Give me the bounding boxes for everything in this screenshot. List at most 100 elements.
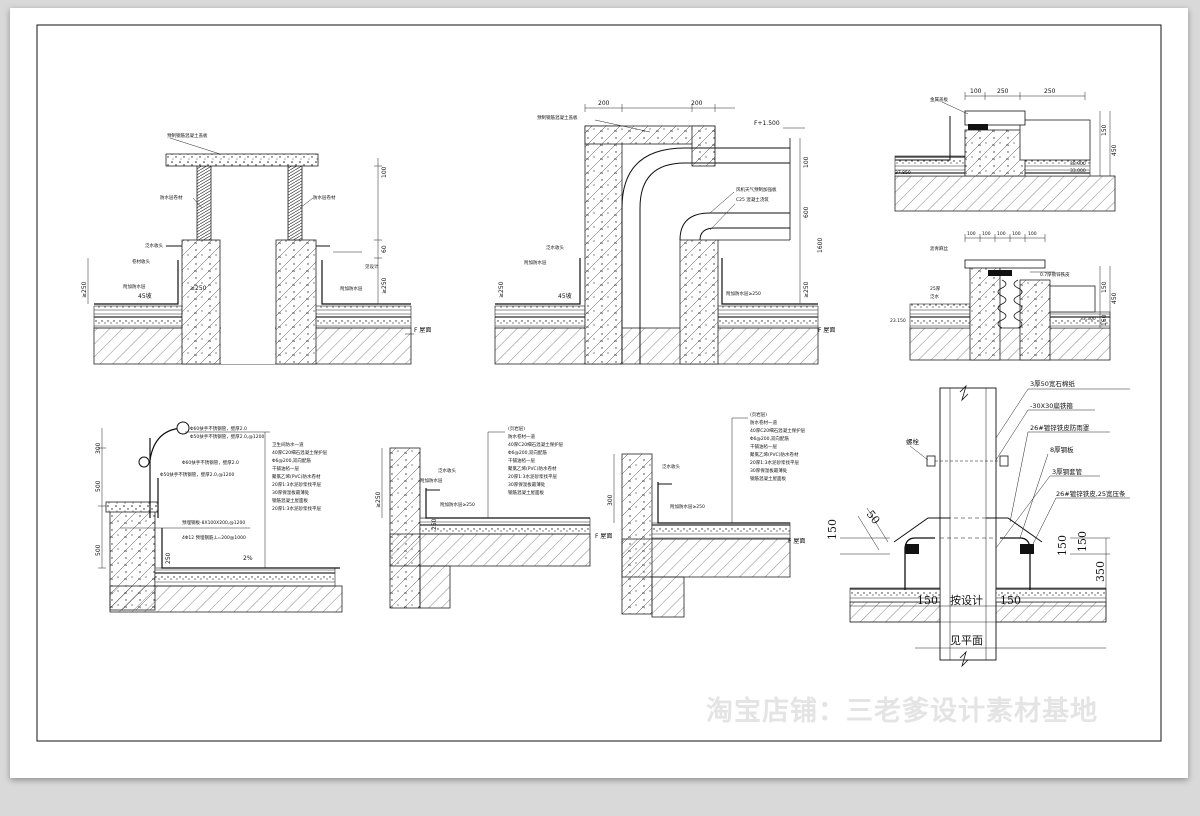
d1-label-addl: 附加防水层	[123, 283, 146, 290]
d1-roof: F 屋面	[414, 327, 431, 334]
d6-dim-250b: 250	[431, 518, 438, 530]
d1-label-addr: 附加防水层	[340, 285, 363, 292]
d5-note-1: Φ60扶手不锈钢管，壁厚2.0	[190, 425, 247, 432]
d5-dim-500a: 500	[95, 480, 102, 492]
d8-label-sleeve: 3厚钢套管	[1052, 467, 1083, 476]
d1-dim-250r: ≥250	[381, 277, 388, 294]
d6-layer-8: 30厚保温板最薄处	[508, 481, 546, 488]
d7-layer-9: 钢筋混凝土屋面板	[750, 475, 786, 482]
d2-dim-top-a: 200	[598, 100, 610, 107]
d6-layer-2: 防水卷材一道	[508, 433, 535, 440]
d7-layer-4: Φ6@200,双向配筋	[750, 435, 789, 442]
d1-label-note: 见设计	[365, 263, 379, 270]
d4-dim-b: 100	[982, 231, 991, 237]
d4-dim-a: 100	[967, 231, 976, 237]
detail-1-vent-upstand	[87, 137, 414, 365]
d8-label-strip: 26#镀锌铁皮,25宽压条	[1056, 489, 1126, 498]
d5-layer-2: 40厚C20细石混凝土保护层	[272, 449, 328, 456]
d8-label-bolt: 螺栓	[906, 437, 920, 446]
d5-layer-7: 30厚保温板最薄处	[272, 489, 310, 496]
drawing-sheet: 预制钢筋混凝土盖板 防水层卷材 防水层卷材 泛水收头 卷材收头 附加防水层 附加…	[10, 8, 1188, 778]
d4-dim-e: 100	[1028, 231, 1037, 237]
d3-lvl-c: 37.850	[895, 170, 911, 176]
detail-8-pipe-penetration	[840, 384, 1130, 668]
d6-layer-4: Φ6@200,双向配筋	[508, 449, 547, 456]
detail-3-step-joint	[894, 92, 1116, 212]
d8-dim-150-left: 150	[826, 519, 839, 540]
detail-4-expansion-joint	[909, 234, 1111, 361]
d2-dim-45: 45坡	[558, 292, 572, 300]
d4-label-flash: 泛水	[930, 293, 939, 300]
d7-layer-6: 聚氯乙烯(PVC)防水卷材	[750, 451, 799, 458]
d8-label-cap: 26#镀锌铁皮防雨罩	[1030, 423, 1090, 432]
d5-bar: 4Φ12 预埋钢筋,L=200@1000	[182, 534, 246, 541]
d8-dim-350: 350	[1094, 561, 1107, 582]
d1-label-wr: 防水层卷材	[313, 194, 336, 201]
d8-label-plate: 8厚钢板	[1050, 445, 1074, 454]
d4-lvl-a: 23.150	[890, 318, 906, 324]
d7-layer-1: (页岩层)	[750, 411, 767, 418]
d8-dim-50: 50	[864, 508, 883, 527]
detail-7-parapet-flashing	[613, 417, 791, 618]
drawing-frame	[36, 24, 1162, 742]
cad-drawing-canvas: 预制钢筋混凝土盖板 防水层卷材 防水层卷材 泛水收头 卷材收头 附加防水层 附加…	[36, 24, 1162, 742]
watermark-text: 淘宝店铺：三老爹设计素材基地	[706, 695, 1098, 727]
d7-layer-8: 30厚保温板最薄处	[750, 467, 788, 474]
d2-dim-250l: ≥250	[498, 281, 505, 298]
d5-dim-250: 250	[165, 552, 172, 564]
d6-layer-7: 20厚1:3水泥砂浆找平层	[508, 473, 557, 480]
d2-dim-1600: 1600	[817, 238, 824, 253]
d6-dim-250: ≥250	[375, 491, 382, 508]
d5-layer-6: 20厚1:3水泥砂浆找平层	[272, 481, 321, 488]
d7-roof: F 屋面	[788, 538, 805, 545]
d5-note-4: Φ50扶手不锈钢管，壁厚2.0,@1200	[160, 471, 234, 478]
detail-2-curved-duct	[494, 104, 819, 365]
d4-dim-150b: 150	[1101, 314, 1108, 326]
d8-design: 按设计	[950, 593, 983, 607]
d7-layer-3: 40厚C20细石混凝土保护层	[750, 427, 806, 434]
d5-layer-5: 聚氯乙烯(PVC)防水卷材	[272, 473, 321, 480]
d6-label-add2: 附加防水层≥250	[440, 501, 475, 508]
d8-roof-plane: 见平面	[950, 634, 983, 647]
d2-label-fan: 风机天气预制加强板	[736, 186, 777, 193]
d3-dim-250a: 250	[997, 88, 1009, 95]
d5-layer-9: 20厚1:3水泥砂浆找平层	[272, 505, 321, 512]
d3-lvl-a: 38.900	[1070, 161, 1086, 167]
d2-dim-100: 100	[803, 156, 810, 168]
d8-dim-150-b: 150	[1000, 594, 1021, 607]
d5-layer-1: 卫生间防水一道	[272, 441, 304, 448]
d3-dim-100: 100	[970, 88, 982, 95]
d5-dim-500b: 500	[95, 544, 102, 556]
d6-layer-6: 聚氯乙烯(PVC)防水卷材	[508, 465, 557, 472]
d7-layer-2: 防水卷材一道	[750, 419, 777, 426]
d6-layer-1: (页岩层)	[508, 425, 525, 432]
d7-label-flash: 泛水收头	[662, 463, 680, 470]
d1-dim-100: 100	[381, 166, 388, 178]
d5-slope: 2%	[243, 555, 253, 562]
d1-dim-45: 45坡	[138, 292, 152, 300]
d7-label-add: 附加防水层≥250	[670, 503, 705, 510]
d4-label-hemp: 沥青麻丝	[930, 245, 948, 252]
d2-label-add2: 附加防水层≥250	[726, 290, 761, 297]
d2-label-flash: 泛水收头	[546, 244, 564, 251]
d6-layer-9: 钢筋混凝土屋面板	[508, 489, 544, 496]
d8-label-hoop: -30X30扁铁箍	[1030, 401, 1073, 410]
d2-dim-250r: ≥250	[803, 281, 810, 298]
d6-roof: F 屋面	[595, 533, 612, 540]
d4-label-sheet: 0.7厚镀锌铁皮	[1040, 271, 1070, 278]
d4-dim-450: 450	[1111, 292, 1118, 304]
d5-note-2: Φ50扶手不锈钢管，壁厚2.0,@1200	[190, 433, 264, 440]
d7-dim-300: 300	[607, 494, 614, 506]
d5-plate: 预埋钢板-8X100X200,@1200	[182, 519, 245, 526]
d8-dim-150-rb: 150	[1056, 535, 1069, 556]
d3-lvl-b: 33.000	[1070, 168, 1086, 174]
detail-6-parapet-flashing	[381, 431, 591, 609]
d4-dim-d: 100	[1012, 231, 1021, 237]
d1-dim-250l: ≥250	[190, 285, 207, 292]
d7-layer-7: 20厚1:3水泥砂浆找平层	[750, 459, 799, 466]
d2-label-cover: 预制钢筋混凝土盖板	[537, 114, 578, 121]
d1-label-flash: 泛水收头	[145, 242, 163, 249]
d3-dim-450: 450	[1111, 144, 1118, 156]
d2-label-add: 附加防水层	[524, 259, 547, 266]
d5-layer-4: 干铺油毡一层	[272, 465, 299, 472]
